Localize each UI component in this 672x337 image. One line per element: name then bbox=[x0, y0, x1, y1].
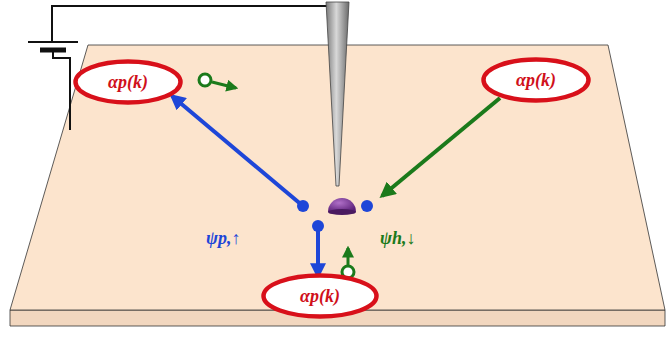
particle-dot bbox=[312, 220, 324, 232]
hole-arrow bbox=[347, 248, 350, 265]
hole-arrow bbox=[382, 98, 500, 196]
particle-arrow bbox=[172, 96, 303, 206]
ellipse-outline bbox=[76, 62, 181, 103]
particle-dot bbox=[297, 200, 309, 212]
state-ellipse: αp(k) bbox=[73, 59, 183, 105]
state-label: αp(k) bbox=[300, 286, 340, 307]
wire bbox=[52, 6, 337, 42]
stm-tip bbox=[326, 2, 349, 186]
state-ellipse: αp(k) bbox=[481, 57, 591, 103]
particle-arrow bbox=[316, 226, 320, 276]
state-ellipse: αp(k) bbox=[261, 273, 379, 319]
hole-arrow bbox=[212, 82, 236, 88]
battery-plate bbox=[40, 48, 66, 53]
particle-dot bbox=[361, 200, 373, 212]
wire bbox=[53, 52, 70, 130]
wavefunction-label: ψp,↑ bbox=[206, 228, 241, 249]
adatom-base bbox=[328, 209, 356, 215]
state-label: αp(k) bbox=[108, 72, 148, 93]
wavefunction-label: ψh,↓ bbox=[380, 228, 416, 249]
battery-plate bbox=[28, 41, 78, 43]
state-label: αp(k) bbox=[516, 70, 556, 91]
hole-circle bbox=[199, 74, 211, 86]
ellipse-outline bbox=[484, 60, 589, 101]
ellipse-outline bbox=[264, 276, 377, 317]
